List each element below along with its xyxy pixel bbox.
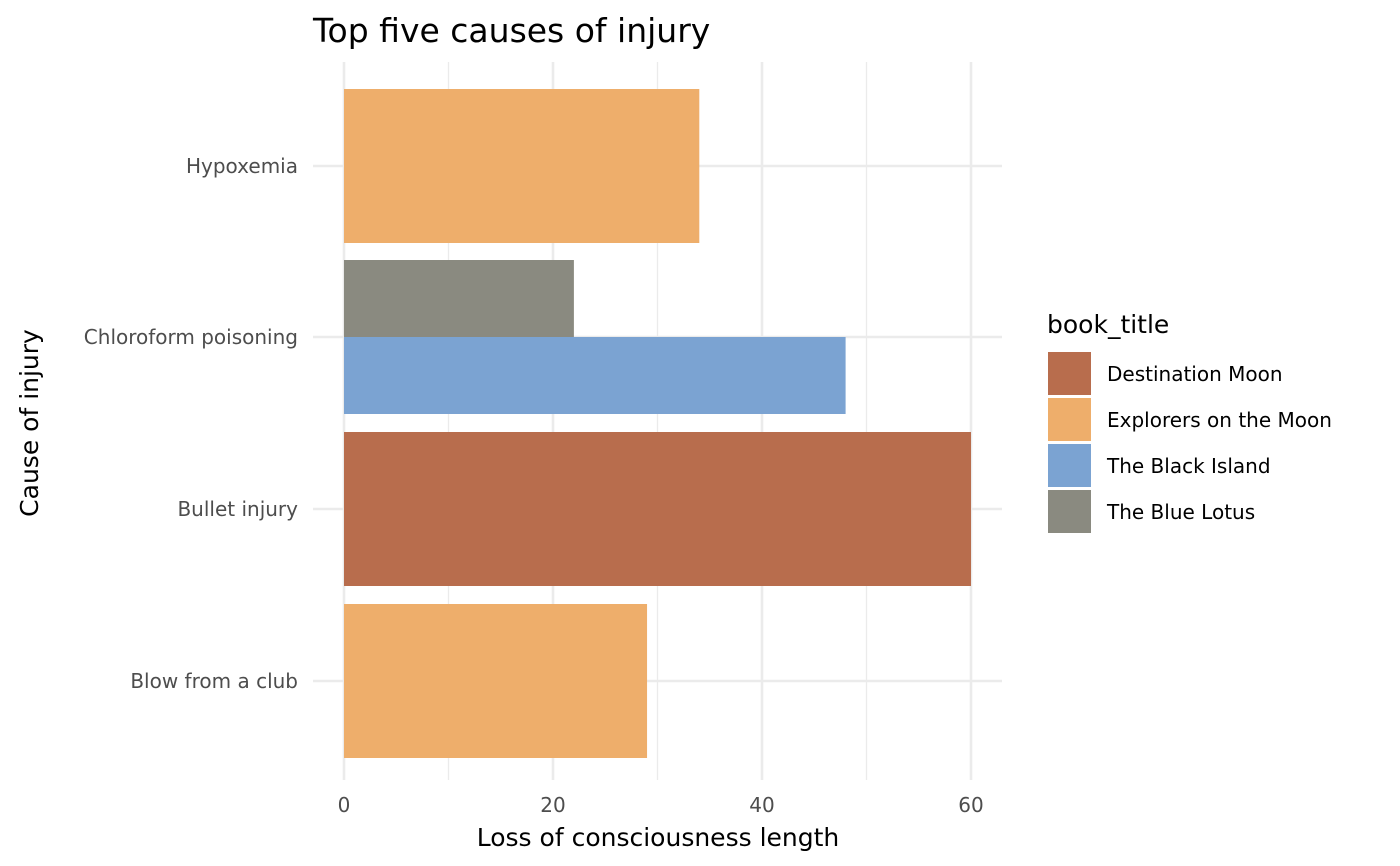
bar-bullet-injury [344,432,971,586]
legend-label: The Black Island [1106,454,1271,478]
x-tick-label: 60 [958,793,983,817]
legend-label: Explorers on the Moon [1107,408,1332,432]
y-tick-label: Bullet injury [177,497,298,521]
y-axis-title: Cause of injury [15,329,44,517]
y-tick-label: Hypoxemia [186,154,298,178]
x-axis-ticks: 0 20 40 60 [338,793,984,817]
bar-blow-from-a-club [344,604,648,758]
bar-chloroform-poisoning [344,260,574,337]
bars [344,89,971,758]
x-axis-title: Loss of consciousness length [477,823,840,852]
legend-swatch [1048,398,1091,441]
x-tick-label: 0 [338,793,351,817]
y-tick-label: Chloroform poisoning [84,325,298,349]
legend-swatch [1048,490,1091,533]
chart-title: Top five causes of injury [312,11,710,50]
y-tick-label: Blow from a club [130,669,298,693]
legend-title: book_title [1047,310,1169,339]
bar-hypoxemia [344,89,700,243]
legend-label: The Blue Lotus [1106,500,1255,524]
bar-chloroform-poisoning [344,337,846,414]
x-tick-label: 40 [749,793,774,817]
legend-swatch [1048,352,1091,395]
legend-label: Destination Moon [1107,362,1283,386]
legend-swatch [1048,444,1091,487]
y-axis-ticks: Blow from a club Bullet injury Chloroform … [84,154,298,693]
x-tick-label: 20 [540,793,565,817]
